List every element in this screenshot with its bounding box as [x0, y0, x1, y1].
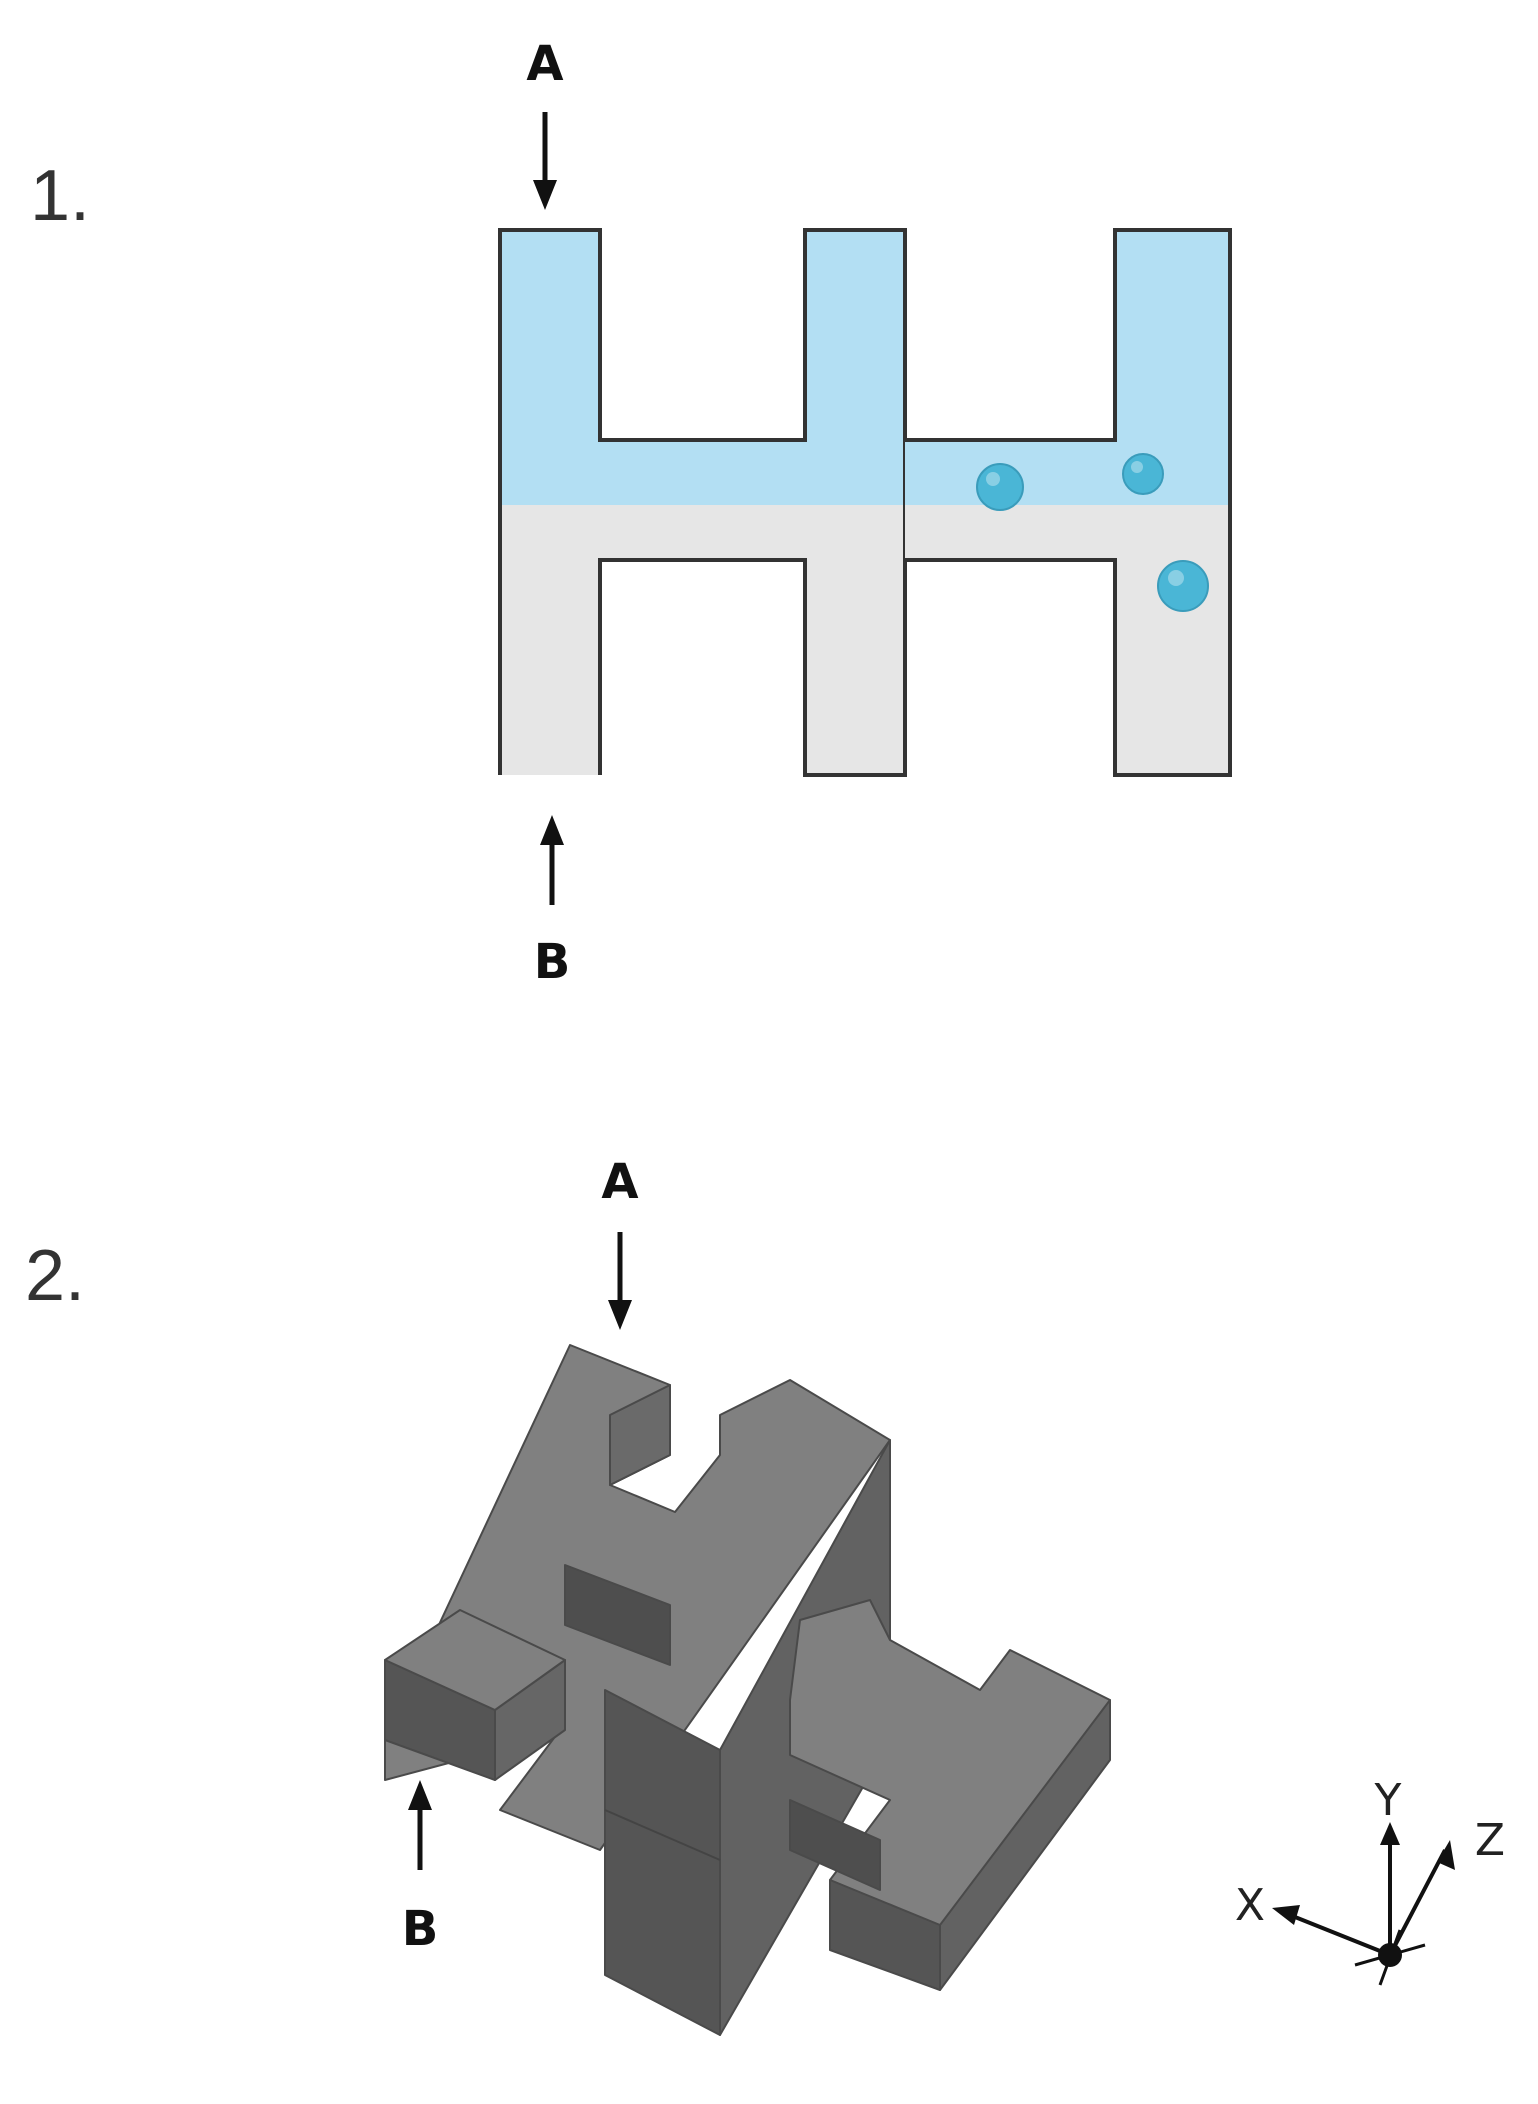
axis-z-label: Z [1475, 1815, 1505, 1866]
panel-2-outlet-arrow [408, 1780, 432, 1870]
axis-y-label: Y [1374, 1775, 1402, 1826]
bubble [1122, 453, 1164, 495]
channel-right-h [905, 228, 1232, 777]
channel-left-h [498, 228, 907, 777]
panel-1-outlet-arrow [540, 815, 564, 905]
bubble [976, 463, 1024, 511]
3d-channel-block [384, 1344, 1111, 2036]
panel-1-number: 1. [30, 156, 90, 236]
block-notch-dark [564, 1564, 671, 1666]
block-right-foot-side [939, 1699, 1111, 1991]
block-left-foot-top [384, 1609, 566, 1711]
channel-left-h-fluid [500, 230, 905, 505]
panel-2-inlet-label: A [601, 1154, 638, 1210]
block-column-front [604, 1689, 721, 2036]
panel-2: 2. A [25, 1154, 1505, 2036]
panel-2-outlet-label: B [402, 1901, 439, 1957]
panel-2-number: 2. [25, 1236, 85, 1316]
channel-left-h-gray [500, 505, 905, 775]
panel-2-inlet-arrow [608, 1232, 632, 1330]
channel-right-h-gray-bar [905, 505, 1115, 560]
panel-1-outlet-label: B [534, 934, 571, 990]
panel-1-inlet-label: A [526, 36, 563, 92]
axis-triad: Y Z X [1235, 1775, 1505, 1986]
bubble [1157, 560, 1209, 612]
block-right-notch [789, 1799, 881, 1891]
panel-1-inlet-arrow [533, 112, 557, 210]
panel-1: 1. A [30, 36, 1232, 990]
channel-right-h-gray-leg [1115, 505, 1230, 775]
bubbles [976, 453, 1209, 612]
block-left-leg-side [609, 1384, 671, 1486]
axis-x-label: X [1235, 1880, 1265, 1931]
